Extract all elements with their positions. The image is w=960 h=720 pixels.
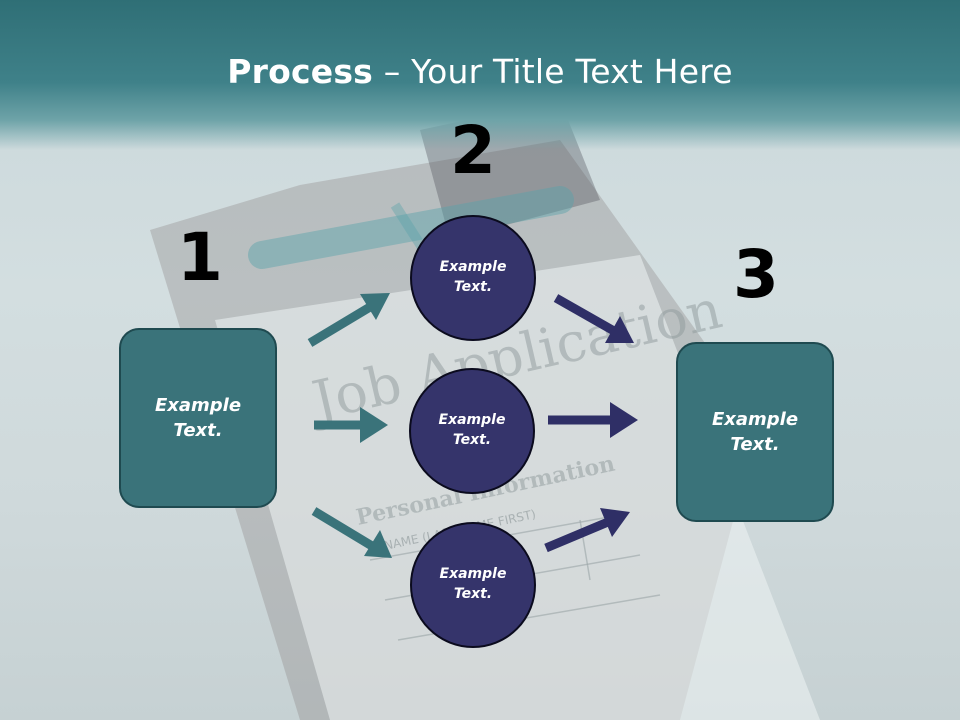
left-box: Example Text. — [119, 328, 277, 508]
slide-title: Process – Your Title Text Here — [0, 52, 960, 91]
title-rest: – Your Title Text Here — [373, 52, 733, 91]
step-number-2: 2 — [450, 112, 496, 189]
header-band — [0, 0, 960, 150]
circle-top: Example Text. — [410, 215, 536, 341]
step-number-1: 1 — [177, 219, 223, 296]
circle-top-text: Example Text. — [439, 259, 507, 295]
left-box-text: Example Text. — [154, 394, 242, 441]
right-box-text: Example Text. — [711, 408, 799, 455]
circle-bottom: Example Text. — [410, 522, 536, 648]
right-box: Example Text. — [676, 342, 834, 522]
circle-middle-text: Example Text. — [438, 412, 506, 448]
circle-middle: Example Text. — [409, 368, 535, 494]
step-number-3: 3 — [733, 236, 779, 313]
circle-bottom-text: Example Text. — [439, 566, 507, 602]
title-bold: Process — [227, 52, 374, 91]
